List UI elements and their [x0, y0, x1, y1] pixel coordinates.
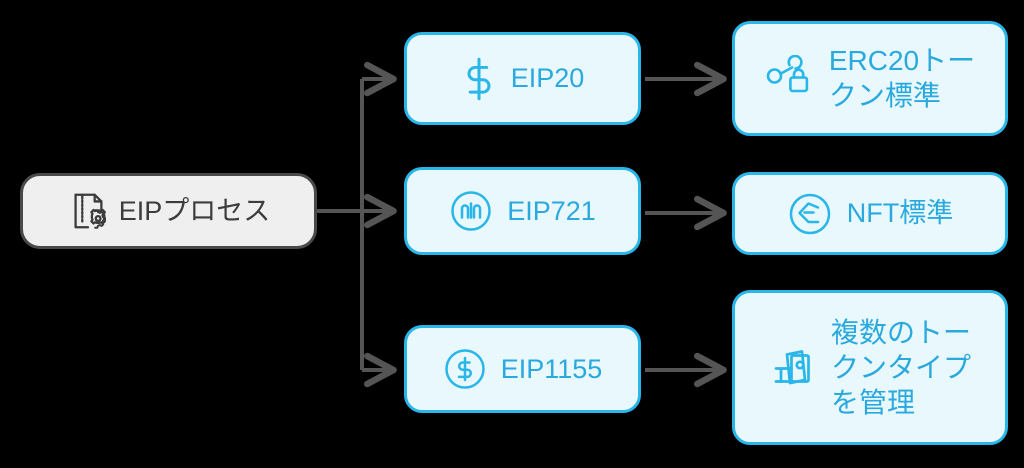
node-multi-token-management-label: 複数のトー クンタイプ を管理 [830, 317, 971, 418]
node-eip20-label: EIP20 [510, 63, 585, 94]
node-nft-standard-label: NFT標準 [846, 198, 954, 229]
node-eip1155-label: EIP1155 [500, 353, 603, 384]
node-multi-token-management[interactable]: 複数のトー クンタイプ を管理 [732, 290, 1008, 445]
banknotes-stack-icon [769, 342, 821, 394]
node-eip20[interactable]: EIP20 [404, 32, 641, 125]
node-eip721-label: EIP721 [507, 195, 596, 226]
node-eip1155[interactable]: EIP1155 [404, 325, 641, 413]
node-eip-process[interactable]: EIPプロセス [20, 173, 317, 249]
dollar-circle-icon [443, 347, 487, 391]
node-nft-standard[interactable]: NFT標準 [732, 172, 1008, 255]
node-erc20-token-standard[interactable]: ERC20トー クン標準 [732, 21, 1008, 136]
file-zip-gear-icon [67, 190, 109, 232]
node-erc20-token-standard-label: ERC20トー クン標準 [828, 45, 976, 111]
node-eip-process-label: EIPプロセス [118, 195, 271, 226]
node-eip721[interactable]: EIP721 [404, 167, 641, 255]
share-lock-icon [765, 54, 817, 103]
dollar-sign-icon [461, 57, 497, 101]
monument-circle-icon [449, 189, 493, 233]
ethereum-circle-icon [787, 191, 833, 237]
